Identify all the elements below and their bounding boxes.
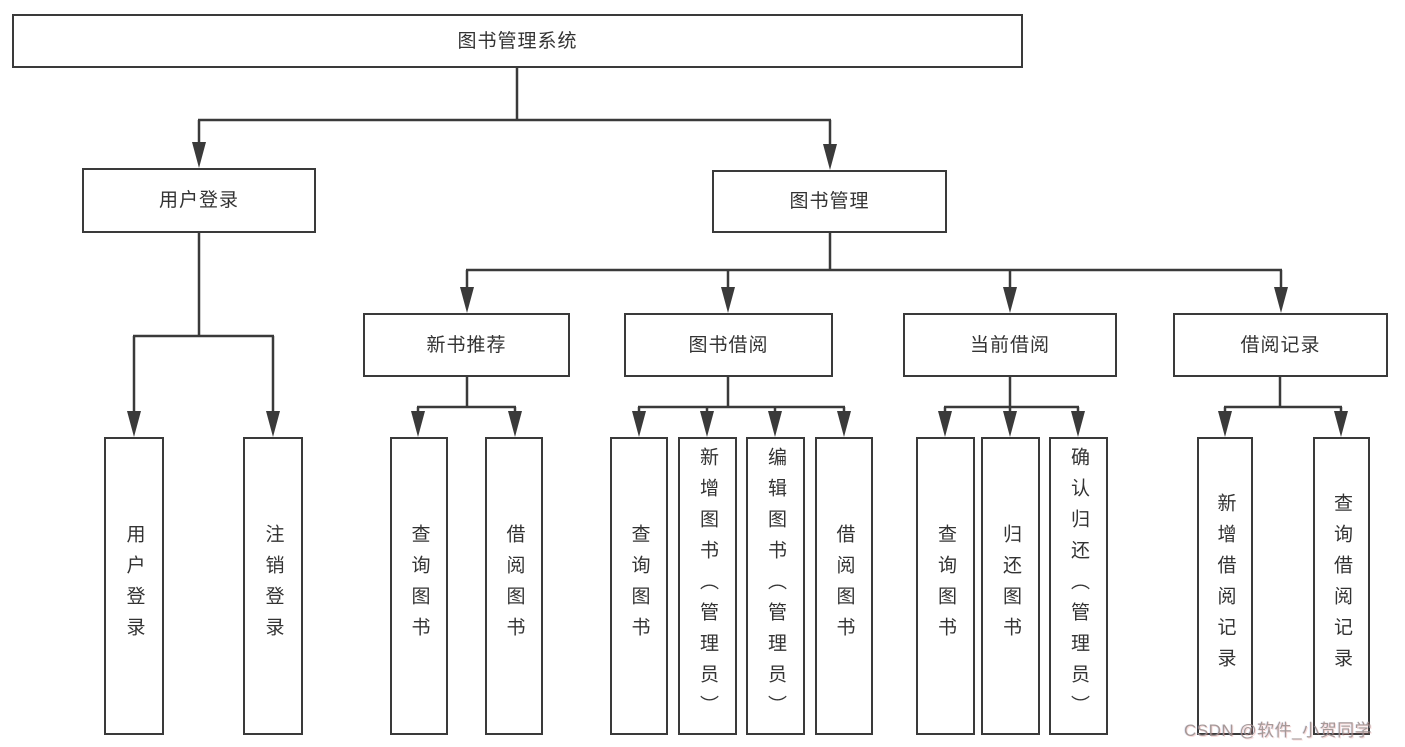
node-label: 编辑图书（管理员） (765, 446, 786, 726)
node-label: 用户登录 (123, 524, 145, 648)
node-label: 注销登录 (262, 524, 284, 648)
leaf-add-books-admin: 新增图书（管理员） (678, 437, 737, 735)
node-label: 借阅图书 (503, 524, 525, 648)
node-label: 确认归还（管理员） (1068, 446, 1089, 726)
node-current-borrowing: 当前借阅 (903, 313, 1117, 377)
node-label: 借阅图书 (833, 524, 855, 648)
node-borrowing-records: 借阅记录 (1173, 313, 1388, 377)
node-label: 图书借阅 (688, 334, 769, 356)
leaf-logout: 注销登录 (243, 437, 303, 735)
node-label: 图书管理系统 (457, 30, 578, 52)
node-label: 查询图书 (408, 524, 430, 648)
node-label: 归还图书 (1000, 524, 1021, 648)
leaf-confirm-return-admin: 确认归还（管理员） (1049, 437, 1108, 735)
node-label: 查询图书 (628, 524, 650, 648)
node-label: 查询借阅记录 (1331, 493, 1352, 679)
node-book-borrowing: 图书借阅 (624, 313, 833, 377)
leaf-query-books: 查询图书 (610, 437, 668, 735)
node-label: 新增借阅记录 (1214, 493, 1236, 679)
node-user-login: 用户登录 (82, 168, 316, 233)
leaf-user-login: 用户登录 (104, 437, 164, 735)
node-label: 用户登录 (158, 190, 239, 211)
leaf-query-books: 查询图书 (916, 437, 975, 735)
leaf-add-borrow-record: 新增借阅记录 (1197, 437, 1253, 735)
csdn-watermark: CSDN @软件_小贺同学 (1184, 721, 1373, 740)
leaf-edit-books-admin: 编辑图书（管理员） (746, 437, 805, 735)
node-label: 图书管理 (789, 191, 870, 212)
node-new-book-recommend: 新书推荐 (363, 313, 570, 377)
node-label: 新书推荐 (426, 334, 507, 356)
leaf-borrow-books: 借阅图书 (485, 437, 543, 735)
node-label: 借阅记录 (1240, 334, 1321, 356)
leaf-return-books: 归还图书 (981, 437, 1040, 735)
leaf-borrow-books: 借阅图书 (815, 437, 873, 735)
node-label: 新增图书（管理员） (697, 446, 718, 726)
leaf-query-borrow-record: 查询借阅记录 (1313, 437, 1370, 735)
node-label: 当前借阅 (969, 334, 1050, 356)
node-book-management: 图书管理 (712, 170, 947, 233)
node-root: 图书管理系统 (12, 14, 1023, 68)
arrowheads (127, 142, 1348, 437)
node-label: 查询图书 (935, 524, 956, 648)
leaf-query-books: 查询图书 (390, 437, 448, 735)
